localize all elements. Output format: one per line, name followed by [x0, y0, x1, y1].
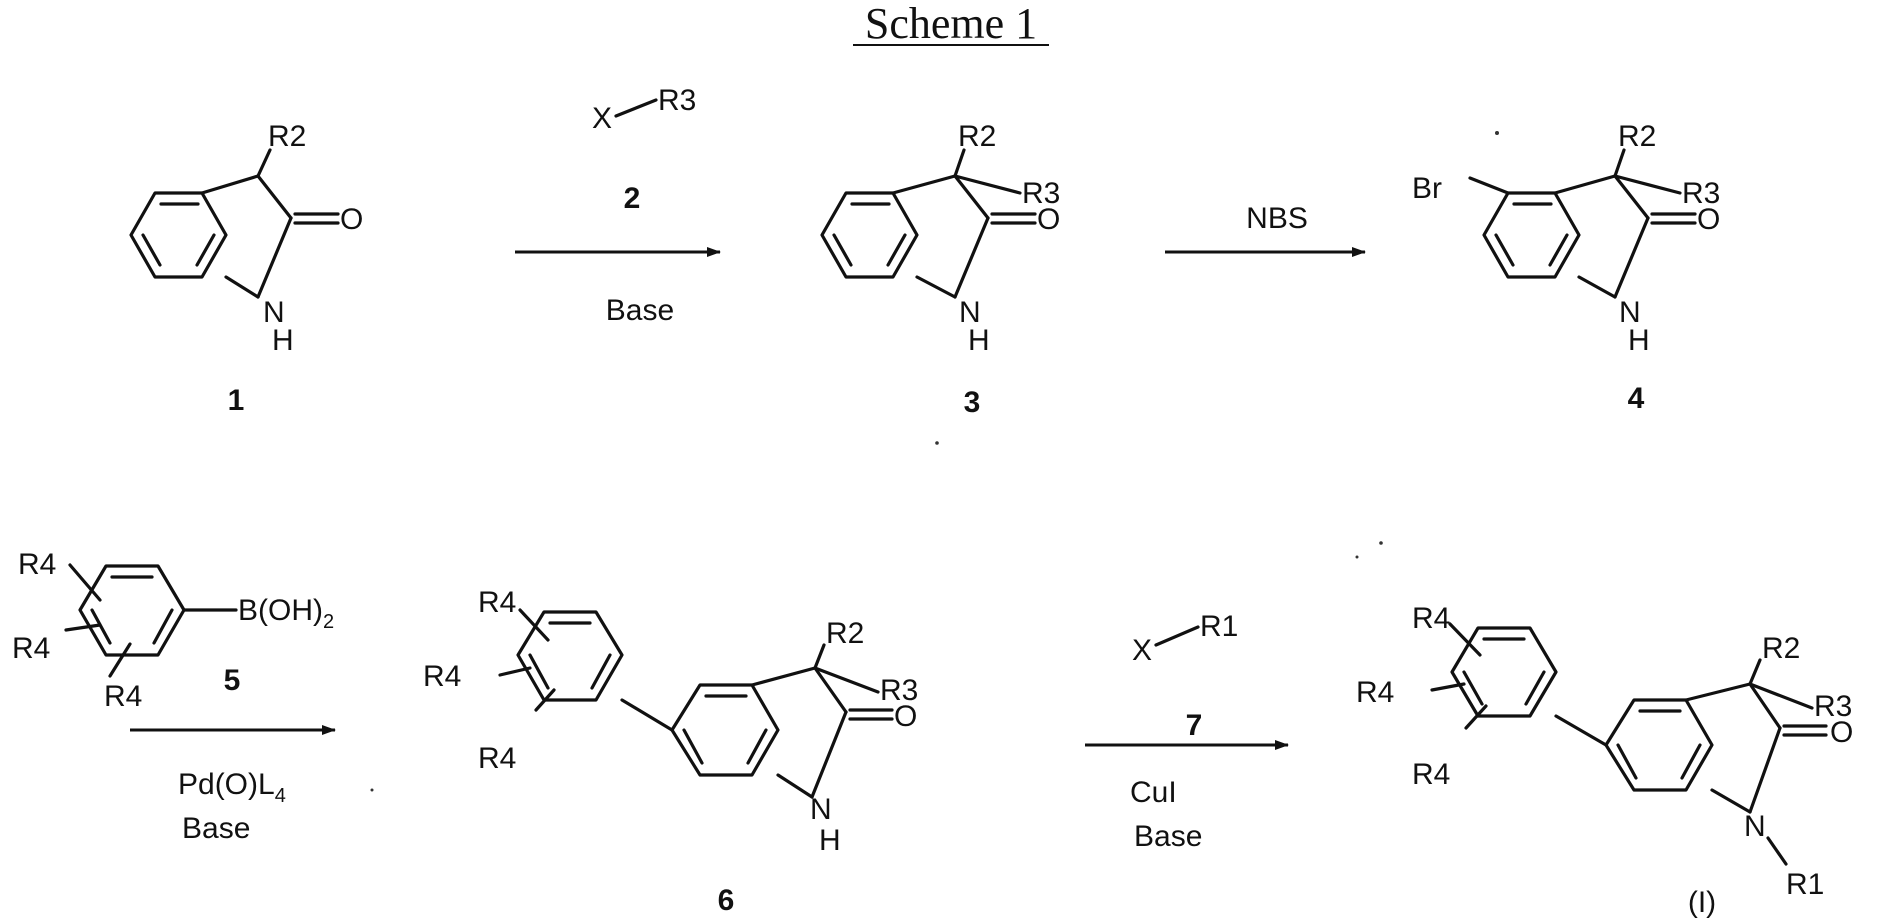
compound-5-r4-bottom-label: R4 [104, 680, 142, 713]
speck-1 [1495, 131, 1499, 135]
compound-6-r2-label: R2 [826, 617, 864, 650]
speck-3 [1379, 541, 1383, 545]
step-4-catalyst-label: CuI [1130, 776, 1177, 809]
compound-4-structure [1470, 150, 1695, 297]
compound-4-h-label: H [1628, 324, 1650, 357]
compound-6-h-label: H [819, 824, 841, 857]
compound-1-r2-label: R2 [268, 120, 306, 153]
compound-I-oxygen-label: O [1830, 716, 1853, 749]
step-3-base-label: Base [182, 812, 250, 845]
compound-3-h-label: H [968, 324, 990, 357]
compound-I-r4-top-label: R4 [1412, 602, 1450, 635]
compound-4-number: 4 [1628, 382, 1645, 415]
reagent-2-r3-label: R3 [658, 84, 696, 117]
compound-I-r1-label: R1 [1786, 868, 1824, 901]
compound-I-r4-bottom-label: R4 [1412, 758, 1450, 791]
compound-I-r2-label: R2 [1762, 632, 1800, 665]
step-1-base-label: Base [606, 294, 674, 327]
reagent-7-r1-label: R1 [1200, 610, 1238, 643]
compound-3-r2-label: R2 [958, 120, 996, 153]
compound-1-number: 1 [228, 384, 245, 417]
speck-4 [1356, 556, 1359, 559]
reagent-2-x-label: X [592, 102, 612, 135]
compound-I-n-label: N [1744, 810, 1766, 843]
speck-5 [371, 789, 374, 792]
compound-I-r4-middle-label: R4 [1356, 676, 1394, 709]
step-2-nbs-label: NBS [1246, 202, 1308, 235]
step-3-catalyst-label: Pd(O)L4 [178, 768, 286, 807]
compound-5-structure [66, 565, 236, 676]
compound-3-structure [822, 150, 1035, 297]
compound-6-n-label: N [810, 793, 832, 826]
compound-6-number: 6 [718, 884, 735, 917]
compound-5-r4-top-label: R4 [18, 548, 56, 581]
step-4-base-label: Base [1134, 820, 1202, 853]
compound-3-number: 3 [964, 386, 981, 419]
compound-4-r2-label: R2 [1618, 120, 1656, 153]
compound-6-r4-bottom-label: R4 [478, 742, 516, 775]
compound-6-oxygen-label: O [894, 700, 917, 733]
compound-6-r4-middle-label: R4 [423, 660, 461, 693]
compound-5-boronic-acid-label: B(OH)2 [238, 594, 334, 633]
compound-3-oxygen-label: O [1037, 203, 1060, 236]
compound-6-r4-top-label: R4 [478, 586, 516, 619]
reagent-7-x-label: X [1132, 634, 1152, 667]
compound-I-label: (I) [1688, 886, 1716, 919]
compound-5-number: 5 [224, 664, 241, 697]
speck-2 [935, 441, 939, 445]
scheme-title: Scheme 1 [865, 0, 1037, 48]
compound-1-structure [131, 150, 338, 297]
compound-7-number: 7 [1186, 709, 1203, 742]
compound-4-oxygen-label: O [1697, 203, 1720, 236]
compound-4-br-label: Br [1412, 172, 1442, 205]
compound-1-h-label: H [272, 324, 294, 357]
compound-5-r4-left-label: R4 [12, 632, 50, 665]
compound-2-number: 2 [624, 182, 641, 215]
compound-1-oxygen-label: O [340, 203, 363, 236]
